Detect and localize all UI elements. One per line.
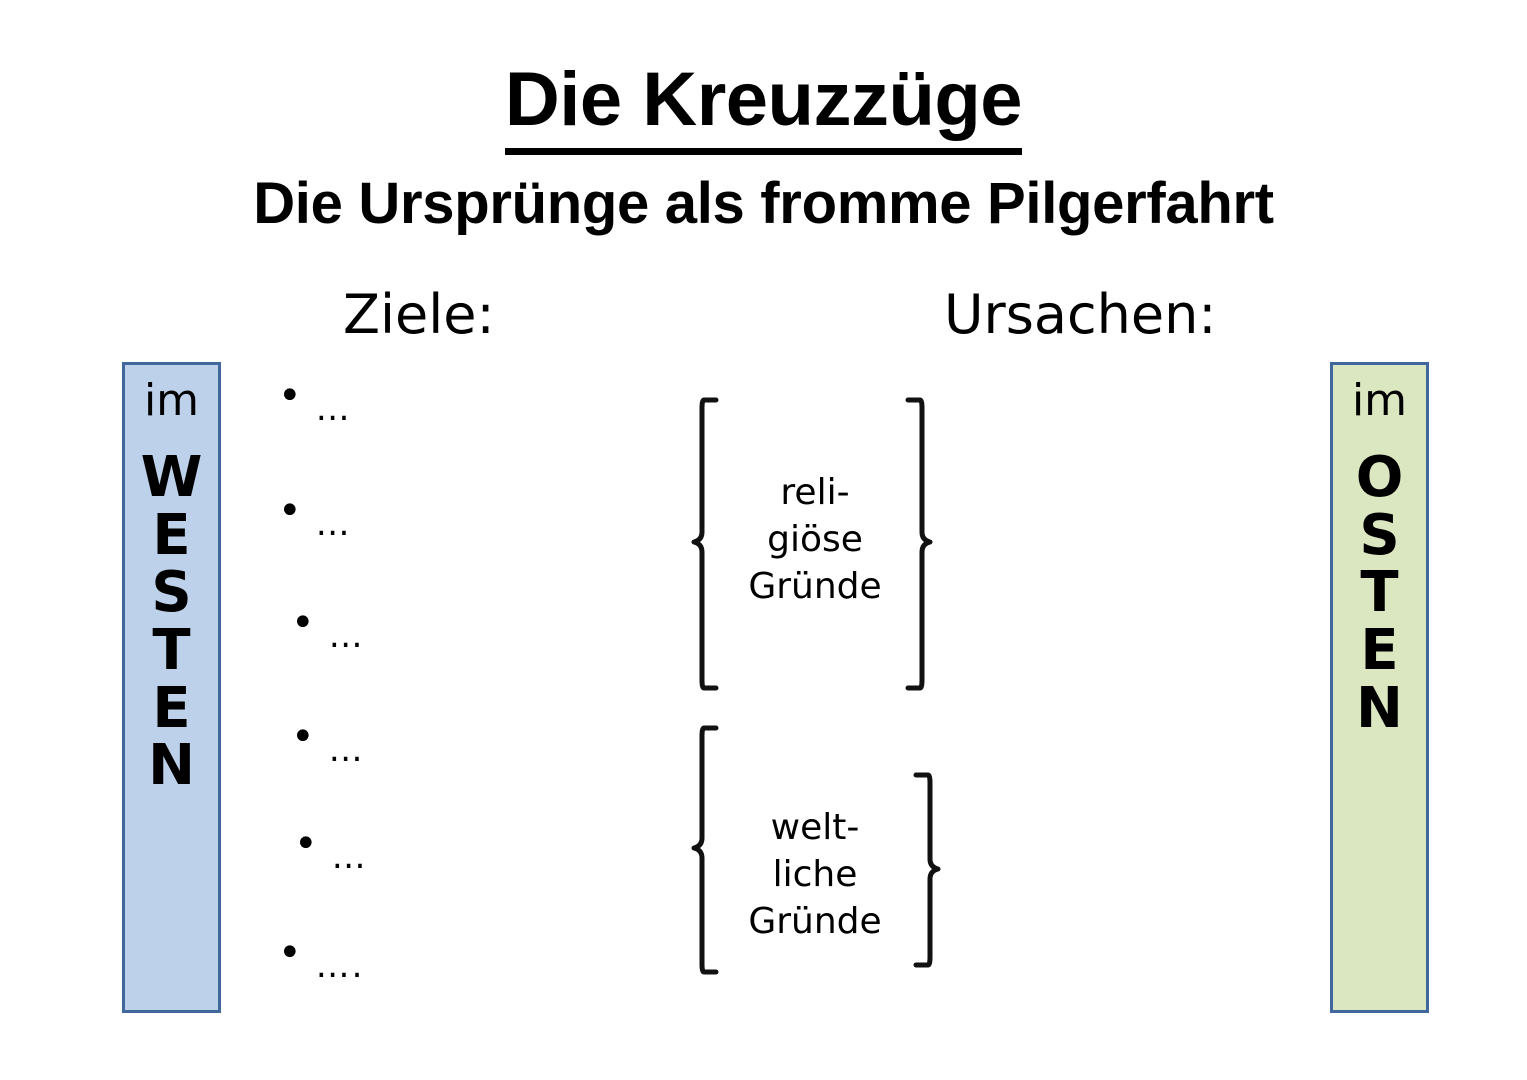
label-weltliche-gruende: welt- liche Gründe — [745, 805, 885, 945]
box-westen-letter: S — [151, 560, 192, 626]
box-osten: im O S T E N — [1330, 362, 1429, 1013]
left-brace-secular — [686, 724, 726, 976]
box-westen: im W E S T E N — [122, 362, 221, 1013]
label-line: Gründe — [748, 565, 882, 607]
list-item-text: … — [328, 616, 365, 656]
box-osten-letters: O S T E N — [1356, 449, 1404, 737]
bullet-icon: • — [278, 930, 302, 976]
box-osten-letter: O — [1355, 445, 1404, 510]
heading-ziele: Ziele: — [343, 283, 495, 346]
list-item: • … — [291, 600, 365, 656]
bullet-icon: • — [278, 488, 302, 534]
list-item-text: … — [331, 837, 368, 877]
ziele-bullet-list: • … • … • … • … • … • …. — [278, 373, 498, 983]
page-subtitle: Die Ursprünge als fromme Pilgerfahrt — [253, 171, 1274, 236]
list-item: • …. — [278, 930, 365, 986]
list-item-text: … — [328, 730, 365, 770]
box-westen-letter: E — [152, 502, 191, 568]
label-line: liche — [772, 853, 858, 895]
list-item: • … — [294, 821, 368, 877]
label-line: reli- — [780, 472, 850, 513]
list-item: • … — [278, 373, 352, 429]
box-westen-letter: T — [152, 618, 191, 684]
label-line: welt- — [770, 807, 860, 848]
label-religioese-gruende: reli- giöse Gründe — [745, 470, 885, 610]
box-westen-prefix: im — [143, 375, 200, 426]
list-item-text: … — [315, 389, 352, 429]
right-brace-religious — [898, 396, 938, 692]
left-brace-religious — [686, 396, 726, 692]
box-osten-prefix: im — [1351, 375, 1408, 426]
list-item-text: … — [315, 504, 352, 544]
page-title: Die Kreuzzüge — [0, 57, 1527, 155]
box-osten-letter: N — [1356, 675, 1403, 741]
bullet-icon: • — [294, 821, 318, 867]
heading-ursachen: Ursachen: — [944, 283, 1217, 346]
box-westen-letter: W — [140, 445, 203, 510]
box-osten-letter: S — [1359, 502, 1400, 568]
label-line: Gründe — [748, 900, 882, 942]
list-item: • … — [291, 714, 365, 770]
list-item: • … — [278, 488, 352, 544]
box-osten-letter: E — [1360, 618, 1399, 684]
label-line: giöse — [767, 518, 863, 560]
list-item-text: …. — [315, 946, 365, 986]
box-westen-letter: N — [148, 733, 195, 799]
bullet-icon: • — [291, 714, 315, 760]
right-brace-secular — [906, 771, 946, 969]
bullet-icon: • — [278, 373, 302, 419]
box-westen-letter: E — [152, 675, 191, 741]
box-westen-letters: W E S T E N — [141, 449, 203, 795]
page-title-text: Die Kreuzzüge — [504, 57, 1023, 155]
bullet-icon: • — [291, 600, 315, 646]
box-osten-letter: T — [1360, 560, 1399, 626]
